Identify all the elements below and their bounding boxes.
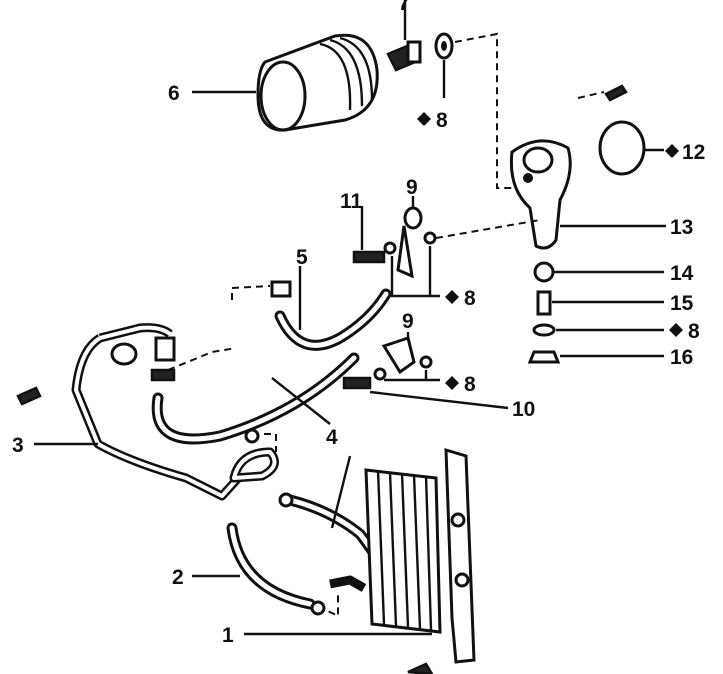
callout-14: 14 — [670, 262, 694, 285]
callout-8c: 8 — [445, 373, 476, 396]
svg-text:8: 8 — [688, 320, 700, 343]
callout-6: 6 — [168, 82, 180, 105]
diamond-icon — [445, 376, 459, 390]
oil-filter-housing — [509, 139, 572, 250]
diamond-icon — [669, 323, 683, 337]
washer-15 — [532, 323, 556, 337]
svg-text:8: 8 — [464, 287, 476, 310]
callout-13: 13 — [670, 216, 693, 239]
callout-8a: 8 — [417, 109, 448, 132]
o-ring — [598, 120, 646, 176]
callout-2: 2 — [172, 566, 184, 589]
svg-text:12: 12 — [682, 141, 705, 164]
callout-1: 1 — [222, 624, 234, 647]
washer-top — [434, 32, 454, 60]
diamond-icon — [417, 112, 431, 126]
oil-pressure-sender — [386, 40, 422, 72]
oil-filter — [256, 33, 379, 132]
callout-16: 16 — [670, 346, 693, 369]
svg-text:8: 8 — [436, 109, 448, 132]
diamond-icon — [665, 144, 679, 158]
banjo-fitting-9b — [381, 336, 416, 375]
valve — [536, 290, 552, 316]
callout-12: 12 — [665, 141, 705, 164]
callout-9a: 9 — [406, 176, 418, 199]
callout-9b: 9 — [402, 310, 414, 333]
callout-3: 3 — [12, 434, 24, 457]
nut-16 — [527, 350, 561, 364]
callout-10: 10 — [512, 398, 535, 421]
callout-8b: 8 — [445, 287, 476, 310]
callout-7: 7 — [398, 0, 410, 15]
callout-4b: 4 — [410, 668, 422, 674]
callout-15: 15 — [670, 292, 694, 315]
callout-5: 5 — [296, 246, 308, 269]
banjo-fitting-9 — [403, 206, 423, 230]
bolt-11 — [352, 250, 386, 264]
plug — [533, 261, 555, 283]
bolt-left — [16, 386, 42, 406]
stud-bolt — [604, 84, 628, 102]
callout-8d: 8 — [669, 320, 700, 343]
bolt-10 — [342, 376, 372, 390]
callout-11: 11 — [340, 190, 363, 213]
oil-cooler — [329, 447, 476, 664]
diamond-icon — [445, 290, 459, 304]
svg-text:8: 8 — [464, 373, 476, 396]
callout-4: 4 — [326, 426, 338, 449]
